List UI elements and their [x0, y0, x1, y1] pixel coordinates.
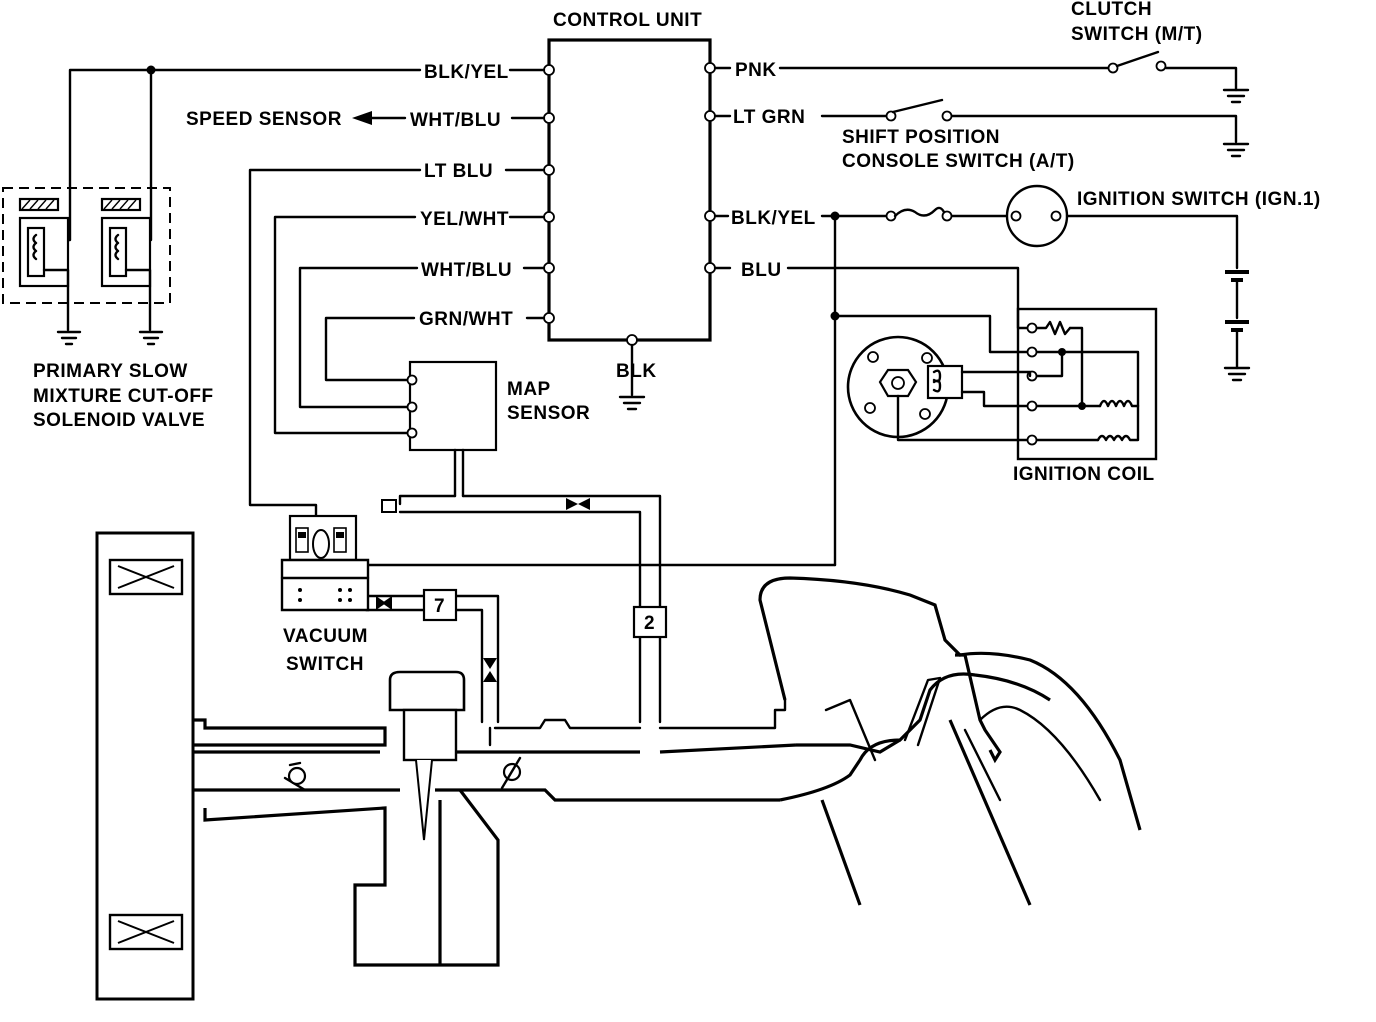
- pin-label-blu: BLU: [741, 260, 782, 281]
- vacuum-switch: [280, 514, 370, 612]
- control-unit-title: CONTROL UNIT: [553, 10, 702, 31]
- ground-icon: [618, 395, 646, 411]
- pin-label-blk-yel-left: BLK/YEL: [424, 62, 509, 83]
- map-sensor-label-2: SENSOR: [507, 403, 590, 424]
- battery-icon: [1223, 270, 1251, 382]
- vacuum-switch-label-2: SWITCH: [286, 654, 364, 675]
- left-wires: [56, 65, 634, 522]
- hose-7-label: 7: [434, 596, 445, 617]
- ignition-switch: [1005, 184, 1239, 270]
- map-sensor-label-1: MAP: [507, 379, 551, 400]
- ignition-coil: [1016, 307, 1158, 461]
- primary-slow-label-2: MIXTURE CUT-OFF: [33, 386, 214, 407]
- clutch-switch-label-1: CLUTCH: [1071, 0, 1152, 20]
- shift-position-label-2: CONSOLE SWITCH (A/T): [842, 151, 1075, 172]
- map-sensor: [406, 360, 498, 498]
- shift-position-label-1: SHIFT POSITION: [842, 127, 1000, 148]
- ground-icon: [1222, 142, 1250, 158]
- control-unit: CONTROL UNIT: [543, 10, 716, 346]
- vacuum-hoses: 2 7: [364, 494, 668, 724]
- primary-slow-solenoid-valves: [2, 187, 171, 346]
- speed-sensor-label: SPEED SENSOR: [186, 109, 342, 130]
- right-wires: [320, 50, 1238, 567]
- pin-label-yel-wht: YEL/WHT: [420, 209, 509, 230]
- pin-label-blk-yel-right: BLK/YEL: [731, 208, 816, 229]
- vacuum-switch-label-1: VACUUM: [283, 626, 368, 647]
- hose-2-label: 2: [644, 613, 655, 634]
- primary-slow-label-3: SOLENOID VALVE: [33, 410, 205, 431]
- engine-outline: [758, 576, 1142, 906]
- arrow-icon: [352, 111, 372, 125]
- ground-icon: [138, 330, 164, 346]
- pin-label-wht-blu-2: WHT/BLU: [421, 260, 512, 281]
- pin-label-pnk: PNK: [735, 60, 777, 81]
- air-cleaner: [95, 531, 195, 1001]
- pin-label-grn-wht: GRN/WHT: [419, 309, 513, 330]
- distributor: [846, 335, 1032, 442]
- ground-icon: [56, 330, 82, 346]
- pin-label-wht-blu-1: WHT/BLU: [410, 110, 501, 131]
- pin-label-lt-blu: LT BLU: [424, 161, 493, 182]
- carburetor-body: [193, 670, 797, 967]
- pin-label-lt-grn: LT GRN: [733, 107, 805, 128]
- ground-icon: [1222, 88, 1250, 104]
- ignition-coil-label: IGNITION COIL: [1013, 464, 1155, 485]
- ground-blk-label: BLK: [616, 361, 657, 382]
- primary-slow-label-1: PRIMARY SLOW: [33, 361, 188, 382]
- clutch-switch-label-2: SWITCH (M/T): [1071, 24, 1203, 45]
- ignition-switch-label: IGNITION SWITCH (IGN.1): [1077, 189, 1321, 210]
